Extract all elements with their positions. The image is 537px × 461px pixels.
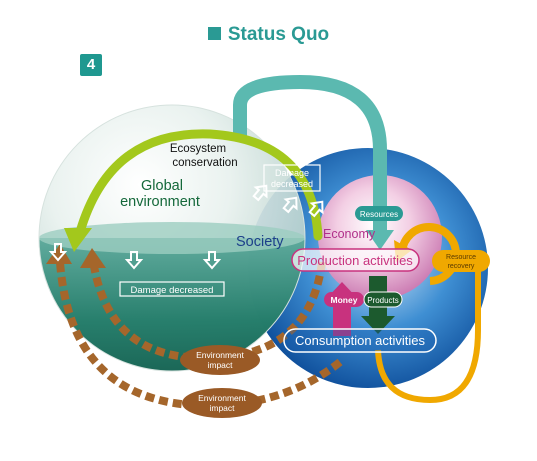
ecosystem-arrow [64,129,323,252]
environment-impact-1 [180,345,260,375]
resource-recovery-label-2: recovery [448,263,475,270]
white-diag-arrow-icon [308,200,324,218]
damage-arrows [48,184,324,270]
money-label: Money [331,295,358,305]
step-badge: 4 [80,54,102,76]
production-label: Production activities [297,253,413,268]
consumption-box [283,328,437,353]
products-pill [363,291,403,308]
economy-label: Economy [323,227,376,241]
white-diag-arrow-icon [282,196,298,214]
white-down-arrow-icon [124,251,144,270]
products-label: Products [367,296,399,305]
ecosystem-label-1: Ecosystem [170,143,226,155]
consumption-label: Consumption activities [295,333,426,348]
white-diag-arrow-icon [252,184,268,202]
ecosystem-label-2: conservation [172,157,237,169]
society-label: Society [236,234,284,250]
damage-top-label-2: decreased [271,179,313,189]
damage-decreased-top-box [263,164,321,192]
production-box [291,248,420,272]
global-label-1: Global [141,178,183,194]
environment-impact-2 [182,388,262,418]
damage-decreased-bottom-box [119,281,225,297]
title: Status Quo [0,24,537,46]
white-down-arrow-icon [48,243,68,262]
resource-recovery-label-1: Resource [446,254,476,261]
damage-top-label-1: Damage [275,168,309,178]
title-square-icon [207,27,221,40]
env-impact-1-label-2: impact [207,360,233,370]
env-impact-2-label-1: Environment [198,393,246,403]
money-pill [324,292,364,307]
env-impact-1-label-1: Environment [196,350,244,360]
resources-pill [355,206,403,221]
resources-label: Resources [360,210,398,219]
env-impact-2-label-2: impact [209,403,235,413]
damage-bottom-label: Damage decreased [131,285,214,296]
resource-recovery-pill [432,250,490,272]
title-text: Status Quo [227,24,330,45]
white-down-arrow-icon [202,251,222,270]
resources-arrow [233,75,394,250]
global-label-2: environment [120,194,200,210]
